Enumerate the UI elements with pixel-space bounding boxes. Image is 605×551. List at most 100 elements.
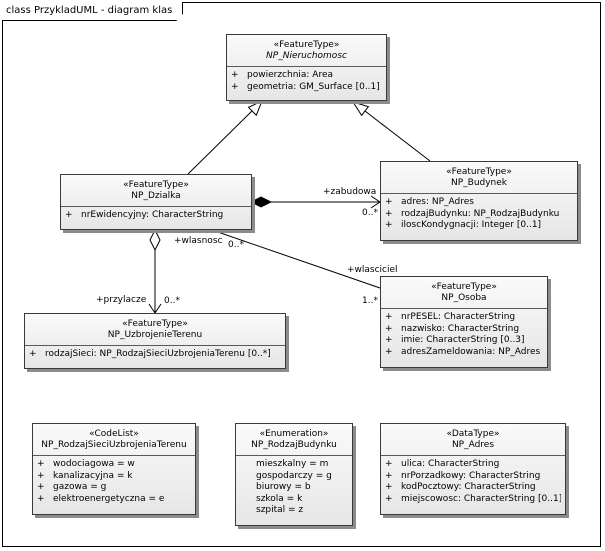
diagram-frame xyxy=(2,2,601,547)
attribute-list: +nrPESEL: CharacterString+nazwisko: Char… xyxy=(381,309,547,360)
attribute-row[interactable]: biurowy = b xyxy=(240,482,348,494)
visibility-marker: + xyxy=(37,482,45,492)
visibility-marker: + xyxy=(231,81,239,92)
visibility-marker: + xyxy=(385,220,393,230)
attribute-row[interactable]: + elektroenergetyczna = e xyxy=(37,494,191,506)
attribute-text: nazwisko: CharacterString xyxy=(401,323,520,334)
attribute-row[interactable]: + nrPorzadkowy: CharacterString xyxy=(385,471,561,483)
class-np-uzbrojenieterenu[interactable]: «FeatureType» NP_UzbrojenieTerenu + rodza… xyxy=(24,313,286,369)
attribute-text: gospodarczy = g xyxy=(256,470,332,481)
class-np-dzialka[interactable]: «FeatureType» NP_Dzialka +nrEwidencyjny:… xyxy=(60,174,252,230)
visibility-marker: + xyxy=(385,335,393,345)
attribute-row[interactable]: +nrEwidencyjny: CharacterString xyxy=(65,210,247,222)
attribute-text: imie: CharacterString [0..3] xyxy=(401,335,525,345)
visibility-marker: + xyxy=(37,493,45,504)
stereotype-label: «DataType» xyxy=(446,429,500,439)
attribute-row[interactable]: +adresZameldowania: NP_Adres xyxy=(385,347,543,359)
attribute-text: ulica: CharacterString xyxy=(401,459,500,469)
class-np-rodzajsieciuzbrojeniaterenu[interactable]: «CodeList» NP_RodzajSieciUzbrojeniaTeren… xyxy=(32,423,196,515)
visibility-marker: + xyxy=(385,493,393,504)
wlasciciel-multiplicity-label: 1..* xyxy=(362,296,378,306)
class-name: NP_Adres xyxy=(451,440,495,450)
zabudowa-multiplicity-label: 0..* xyxy=(362,208,378,218)
visibility-marker: + xyxy=(385,470,393,481)
class-np-rodzajbudynku[interactable]: «Enumeration» NP_RodzajBudynku mieszkaln… xyxy=(235,423,353,526)
attribute-list: + rodzajSieci: NP_RodzajSieciUzbrojeniaTe… xyxy=(25,346,285,363)
attribute-list: +powierzchnia: Area+ geometria: GM_Surfac… xyxy=(227,67,386,95)
attribute-text: geometria: GM_Surface [0..1] xyxy=(247,81,380,92)
attribute-row[interactable]: +miejscowosc: CharacterString [0..1] xyxy=(385,494,561,506)
visibility-marker: + xyxy=(37,459,45,469)
attribute-row[interactable]: +nrPESEL: CharacterString xyxy=(385,312,543,324)
stereotype-label: «FeatureType» xyxy=(122,319,188,329)
aggregation-diamond xyxy=(149,228,161,252)
stereotype-label: «FeatureType» xyxy=(446,167,512,177)
attribute-row[interactable]: + iloscKondygnacji: Integer [0..1] xyxy=(385,220,573,232)
stereotype-label: «FeatureType» xyxy=(431,282,497,292)
attribute-row[interactable]: + rodzajSieci: NP_RodzajSieciUzbrojeniaTe… xyxy=(29,349,281,361)
attribute-text: wodociagowa = w xyxy=(53,459,135,469)
attribute-row[interactable]: gospodarczy = g xyxy=(240,471,348,483)
wlasnosc-role-label: +wlasnosc xyxy=(174,236,223,246)
class-name: NP_RodzajBudynku xyxy=(251,440,337,450)
class-name: NP_Dzialka xyxy=(131,191,181,201)
attribute-text: rodzajSieci: NP_RodzajSieciUzbrojeniaTer… xyxy=(45,349,271,359)
attribute-row[interactable]: + gazowa = g xyxy=(37,482,191,494)
association-wlasnosc-line[interactable] xyxy=(211,229,381,289)
przylacze-multiplicity-label: 0..* xyxy=(164,296,180,306)
class-name: NP_Osoba xyxy=(441,293,487,303)
attribute-text: szpital = z xyxy=(256,505,304,515)
attribute-row[interactable]: +kodPocztowy: CharacterString xyxy=(385,482,561,494)
class-np-osoba[interactable]: «FeatureType» NP_Osoba +nrPESEL: Charact… xyxy=(380,276,548,368)
attribute-text: rodzajBudynku: NP_RodzajBudynku xyxy=(401,208,560,219)
attribute-text: iloscKondygnacji: Integer [0..1] xyxy=(401,220,542,230)
diagram-frame-title: class PrzykladUML - diagram klas xyxy=(2,2,183,21)
attribute-row[interactable]: mieszkalny = m xyxy=(240,459,348,471)
attribute-text: nrPESEL: CharacterString xyxy=(401,312,516,322)
attribute-row[interactable]: +powierzchnia: Area xyxy=(231,70,382,82)
stereotype-label: «FeatureType» xyxy=(273,40,340,50)
generalization-dzialka-arrowhead xyxy=(247,100,263,117)
visibility-marker: + xyxy=(231,70,239,80)
generalization-budynek-line[interactable] xyxy=(364,110,431,162)
generalization-budynek-arrowhead xyxy=(351,101,370,117)
class-np-nieruchomosc[interactable]: «FeatureType» NP_Nieruchomosc +powierzch… xyxy=(226,34,387,101)
attribute-row[interactable]: + ulica: CharacterString xyxy=(385,459,561,471)
attribute-row[interactable]: +rodzajBudynku: NP_RodzajBudynku xyxy=(385,209,573,221)
attribute-list: +adres: NP_Adres+rodzajBudynku: NP_Rodza… xyxy=(381,194,577,234)
attribute-list: +nrEwidencyjny: CharacterString xyxy=(61,207,251,224)
visibility-marker: + xyxy=(385,459,393,469)
generalization-dzialka-line[interactable] xyxy=(187,110,253,175)
visibility-marker: + xyxy=(385,197,393,207)
visibility-marker: + xyxy=(29,349,37,359)
attribute-text: kanalizacyjna = k xyxy=(53,470,133,481)
composition-diamond xyxy=(249,196,273,208)
wlasciciel-role-label: +wlasciciel xyxy=(347,265,398,275)
attribute-text: nrEwidencyjny: CharacterString xyxy=(81,210,224,220)
stereotype-label: «FeatureType» xyxy=(123,180,189,190)
attribute-list: + ulica: CharacterString + nrPorzadkowy: Ch… xyxy=(381,456,565,507)
attribute-row[interactable]: + geometria: GM_Surface [0..1] xyxy=(231,82,382,94)
attribute-text: adres: NP_Adres xyxy=(401,197,474,207)
attribute-text: nrPorzadkowy: CharacterString xyxy=(401,470,541,481)
attribute-row[interactable]: szpital = z xyxy=(240,505,348,517)
attribute-row[interactable]: + wodociagowa = w xyxy=(37,459,191,471)
attribute-row[interactable]: + imie: CharacterString [0..3] xyxy=(385,335,543,347)
attribute-row[interactable]: +kanalizacyjna = k xyxy=(37,471,191,483)
attribute-text: elektroenergetyczna = e xyxy=(53,493,165,504)
attribute-text: biurowy = b xyxy=(256,482,311,492)
attribute-row[interactable]: szkola = k xyxy=(240,494,348,506)
class-np-budynek[interactable]: «FeatureType» NP_Budynek +adres: NP_Adre… xyxy=(380,161,578,241)
attribute-text: kodPocztowy: CharacterString xyxy=(401,482,536,492)
stereotype-label: «CodeList» xyxy=(89,429,139,439)
attribute-row[interactable]: + adres: NP_Adres xyxy=(385,197,573,209)
visibility-marker: + xyxy=(385,346,393,357)
class-name: NP_UzbrojenieTerenu xyxy=(107,330,203,340)
przylacze-role-label: +przylacze xyxy=(96,295,147,305)
attribute-row[interactable]: +nazwisko: CharacterString xyxy=(385,324,543,336)
class-np-adres[interactable]: «DataType» NP_Adres + ulica: CharacterStr… xyxy=(380,423,566,515)
attribute-text: gazowa = g xyxy=(53,482,107,492)
zabudowa-role-label: +zabudowa xyxy=(323,187,377,197)
